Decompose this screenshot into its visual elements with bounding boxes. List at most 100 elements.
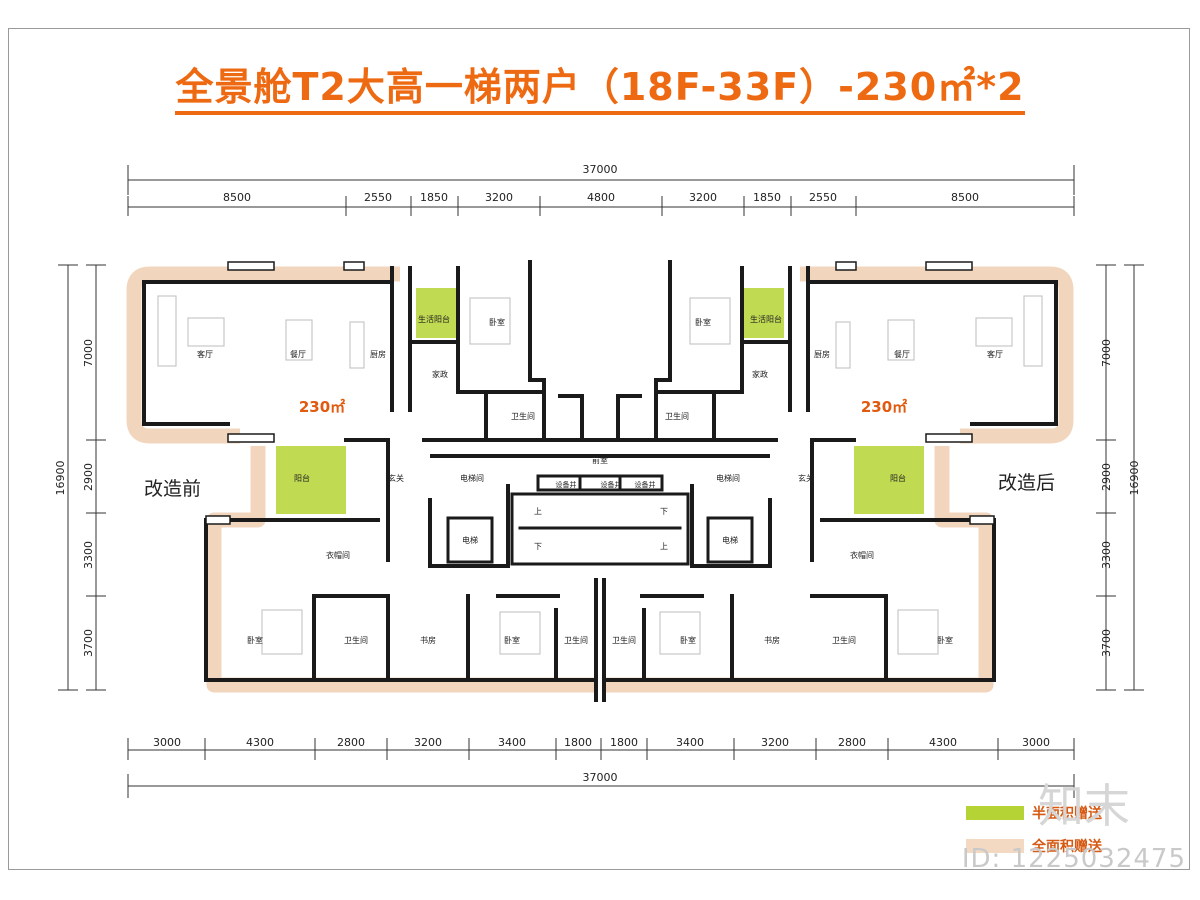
area-label-left: 230㎡ — [299, 398, 345, 416]
area-label-right: 230㎡ — [861, 398, 907, 416]
legend-full-label: 全面积赠送 — [1032, 839, 1102, 855]
room-dining-right: 餐厅 — [894, 350, 910, 359]
room-elevator-hall-right: 电梯间 — [716, 473, 740, 483]
half-area-balconies — [276, 288, 924, 514]
room-bath-right-top: 卫生间 — [665, 411, 689, 421]
room-study-left: 书房 — [420, 635, 436, 645]
left-dimension-lines — [58, 264, 106, 691]
room-kitchen-left: 厨房 — [370, 349, 386, 359]
bottom-dim-8: 3400 — [676, 736, 704, 749]
top-dim-2: 2550 — [364, 191, 392, 204]
room-bedroom-left-bottom: 卧室 — [247, 635, 263, 645]
room-maid-left: 家政 — [432, 369, 448, 379]
bottom-dim-3: 2800 — [337, 736, 365, 749]
furniture — [157, 295, 1043, 655]
left-dim-1: 7000 — [82, 339, 95, 367]
stair-up-right: 上 — [660, 542, 668, 551]
top-dim-6: 3200 — [689, 191, 717, 204]
walls — [142, 260, 1058, 702]
room-maid-right: 家政 — [752, 369, 768, 379]
room-living-left: 客厅 — [197, 349, 213, 359]
legend-half-swatch — [966, 806, 1024, 820]
room-foyer-right: 玄关 — [798, 473, 814, 483]
bottom-dim-4: 3200 — [414, 736, 442, 749]
watermark-logo: 知末 — [1038, 779, 1130, 833]
bottom-dim-7: 1800 — [610, 736, 638, 749]
drawing-frame — [8, 28, 1190, 870]
left-total-label: 16900 — [54, 461, 67, 496]
room-living-right: 客厅 — [987, 349, 1003, 359]
legend-half-area: 半面积赠送 — [966, 803, 1102, 823]
room-bath-right-mid: 卫生间 — [612, 635, 636, 645]
room-service-balcony-right: 生活阳台 — [750, 314, 782, 324]
windows — [205, 261, 995, 525]
room-foyer-left: 玄关 — [388, 473, 404, 483]
left-dim-3: 3300 — [82, 541, 95, 569]
top-dim-5: 4800 — [587, 191, 615, 204]
right-dim-1: 7000 — [1100, 339, 1113, 367]
after-label: 改造后 — [998, 472, 1056, 494]
right-dim-3: 3300 — [1100, 541, 1113, 569]
room-shaft-1: 设备井 — [556, 480, 577, 489]
room-dining-left: 餐厅 — [290, 350, 306, 359]
full-area-bands — [126, 266, 1074, 693]
room-service-balcony-left: 生活阳台 — [418, 314, 450, 324]
room-balcony-left: 阳台 — [294, 473, 310, 483]
right-dimension-lines — [1096, 264, 1144, 691]
room-bedroom-right-bottom: 卧室 — [937, 635, 953, 645]
room-elevator-hall-left: 电梯间 — [460, 473, 484, 483]
bottom-dim-6: 1800 — [564, 736, 592, 749]
bottom-dim-2: 4300 — [246, 736, 274, 749]
bottom-dim-1: 3000 — [153, 736, 181, 749]
right-dim-2: 2900 — [1100, 463, 1113, 491]
room-bath-left-mid: 卫生间 — [564, 635, 588, 645]
plan-title: 全景舱T2大高一梯两户（18F-33F）-230㎡*2 — [0, 56, 1200, 115]
room-front-room: 前室 — [592, 455, 608, 465]
top-dim-4: 3200 — [485, 191, 513, 204]
stair-up-left: 上 — [534, 507, 542, 516]
room-bedroom-left-mid: 卧室 — [504, 635, 520, 645]
room-elevator-right: 电梯 — [722, 535, 738, 545]
room-wardrobe-left: 衣帽间 — [326, 550, 350, 560]
bottom-dimension-chain — [127, 738, 1075, 760]
room-bedroom-left-top: 卧室 — [489, 317, 505, 327]
bottom-dim-9: 3200 — [761, 736, 789, 749]
watermark-id: ID: 1225032475 — [961, 844, 1186, 874]
room-bath-left-bottom: 卫生间 — [344, 635, 368, 645]
top-dim-7: 1850 — [753, 191, 781, 204]
bottom-dim-11: 4300 — [929, 736, 957, 749]
left-dim-2: 2900 — [82, 463, 95, 491]
room-shaft-2: 设备井 — [601, 480, 622, 489]
room-study-right: 书房 — [764, 635, 780, 645]
room-balcony-right: 阳台 — [890, 473, 906, 483]
right-dim-4: 3700 — [1100, 629, 1113, 657]
legend-full-swatch — [966, 839, 1024, 853]
top-dim-3: 1850 — [420, 191, 448, 204]
room-bath-left-top: 卫生间 — [511, 411, 535, 421]
left-dim-4: 3700 — [82, 629, 95, 657]
bottom-dim-5: 3400 — [498, 736, 526, 749]
bottom-total-label: 37000 — [583, 771, 618, 784]
legend-half-label: 半面积赠送 — [1032, 806, 1102, 822]
top-dim-8: 2550 — [809, 191, 837, 204]
before-label: 改造前 — [144, 478, 202, 500]
room-bedroom-right-top: 卧室 — [695, 317, 711, 327]
top-dimension-chain — [127, 196, 1075, 216]
top-dim-9: 8500 — [951, 191, 979, 204]
top-dimension-total — [127, 165, 1075, 195]
bottom-dim-12: 3000 — [1022, 736, 1050, 749]
room-elevator-left: 电梯 — [462, 535, 478, 545]
legend-full-area: 全面积赠送 — [966, 836, 1102, 856]
stair-down-left: 下 — [534, 542, 542, 551]
room-bath-right-bottom: 卫生间 — [832, 635, 856, 645]
bottom-dimension-total — [127, 774, 1075, 798]
top-total-label: 37000 — [583, 163, 618, 176]
right-total-label: 16900 — [1128, 461, 1141, 496]
stair-down-right: 下 — [660, 507, 668, 516]
room-bedroom-right-mid: 卧室 — [680, 635, 696, 645]
room-wardrobe-right: 衣帽间 — [850, 550, 874, 560]
bottom-dim-10: 2800 — [838, 736, 866, 749]
room-kitchen-right: 厨房 — [814, 349, 830, 359]
top-dim-1: 8500 — [223, 191, 251, 204]
